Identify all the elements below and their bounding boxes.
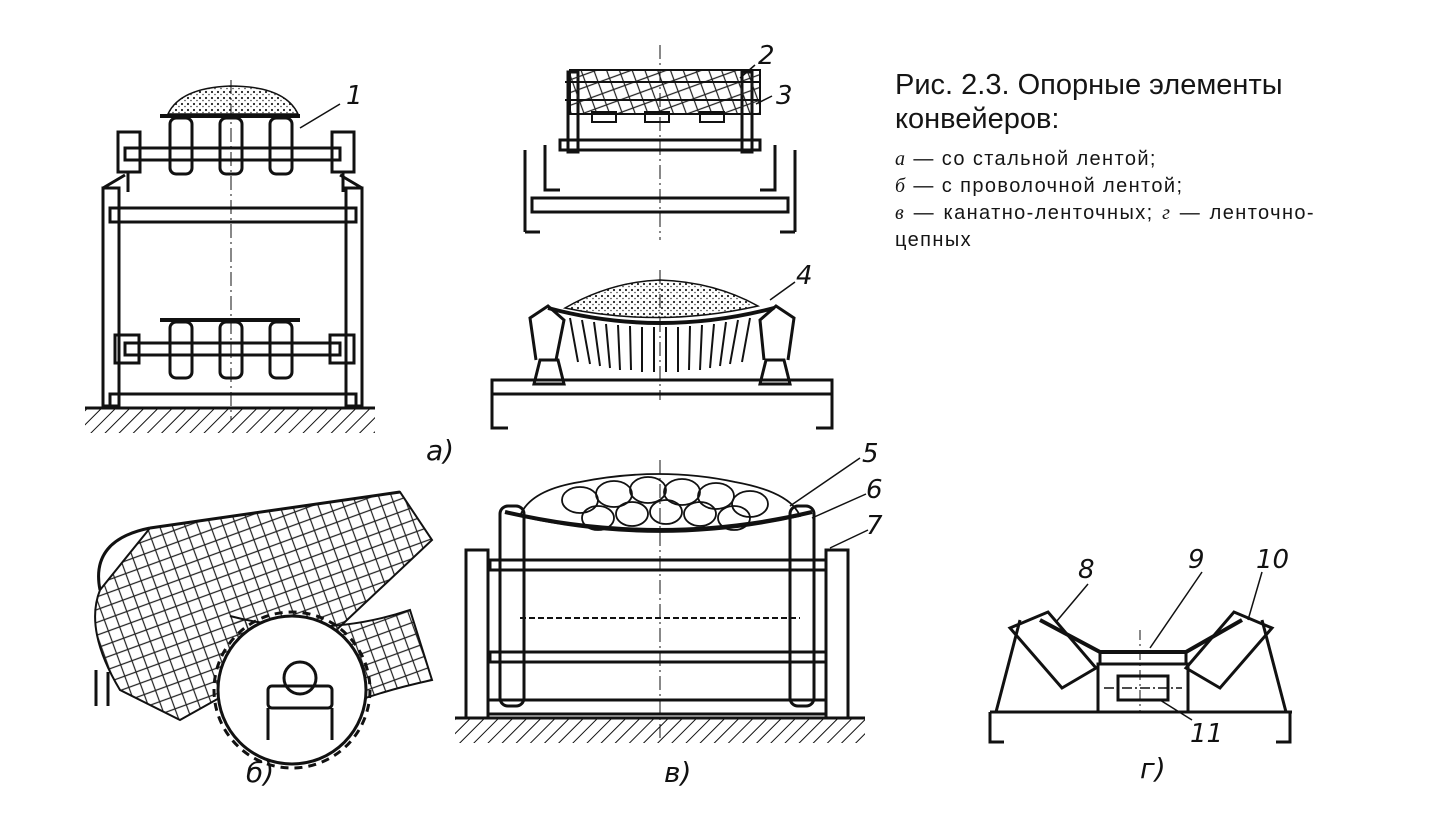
callout-4: 4	[796, 261, 813, 291]
caption-item: г — ленточно-цепных	[895, 202, 1315, 251]
callout-9: 9	[1188, 545, 1205, 575]
callout-6: 6	[866, 475, 883, 505]
caption-item: б — с проволочной лентой;	[895, 175, 1184, 197]
sublabel-g: г)	[1140, 752, 1166, 785]
callout-11: 11	[1190, 719, 1223, 749]
callout-5: 5	[862, 439, 879, 469]
drawing-v-rope-belt-support	[455, 458, 868, 743]
callout-3: 3	[776, 81, 793, 111]
callout-7: 7	[866, 511, 883, 541]
figure-caption-body: а — со стальной лентой; б — с проволочно…	[895, 146, 1315, 254]
callout-1: 1	[346, 81, 363, 111]
sublabel-a: а)	[426, 434, 454, 467]
callout-8: 8	[1078, 555, 1095, 585]
drawing-a-upper-support	[525, 45, 795, 240]
callout-2: 2	[758, 41, 775, 71]
drawing-a-steel-belt-support	[85, 80, 375, 433]
sublabel-v: в)	[664, 756, 691, 789]
caption-item: а — со стальной лентой;	[895, 148, 1157, 170]
callout-10: 10	[1256, 545, 1289, 575]
caption-item: в — канатно-ленточных;	[895, 202, 1154, 224]
figure-caption-title: Рис. 2.3. Опорные элементы конвейеров:	[895, 69, 1283, 135]
drawing-a-troughed-support	[492, 270, 832, 428]
drawing-b-wire-belt-drum	[95, 492, 432, 768]
sublabel-b: б)	[246, 756, 274, 789]
drawing-g-belt-chain-support	[990, 572, 1292, 742]
